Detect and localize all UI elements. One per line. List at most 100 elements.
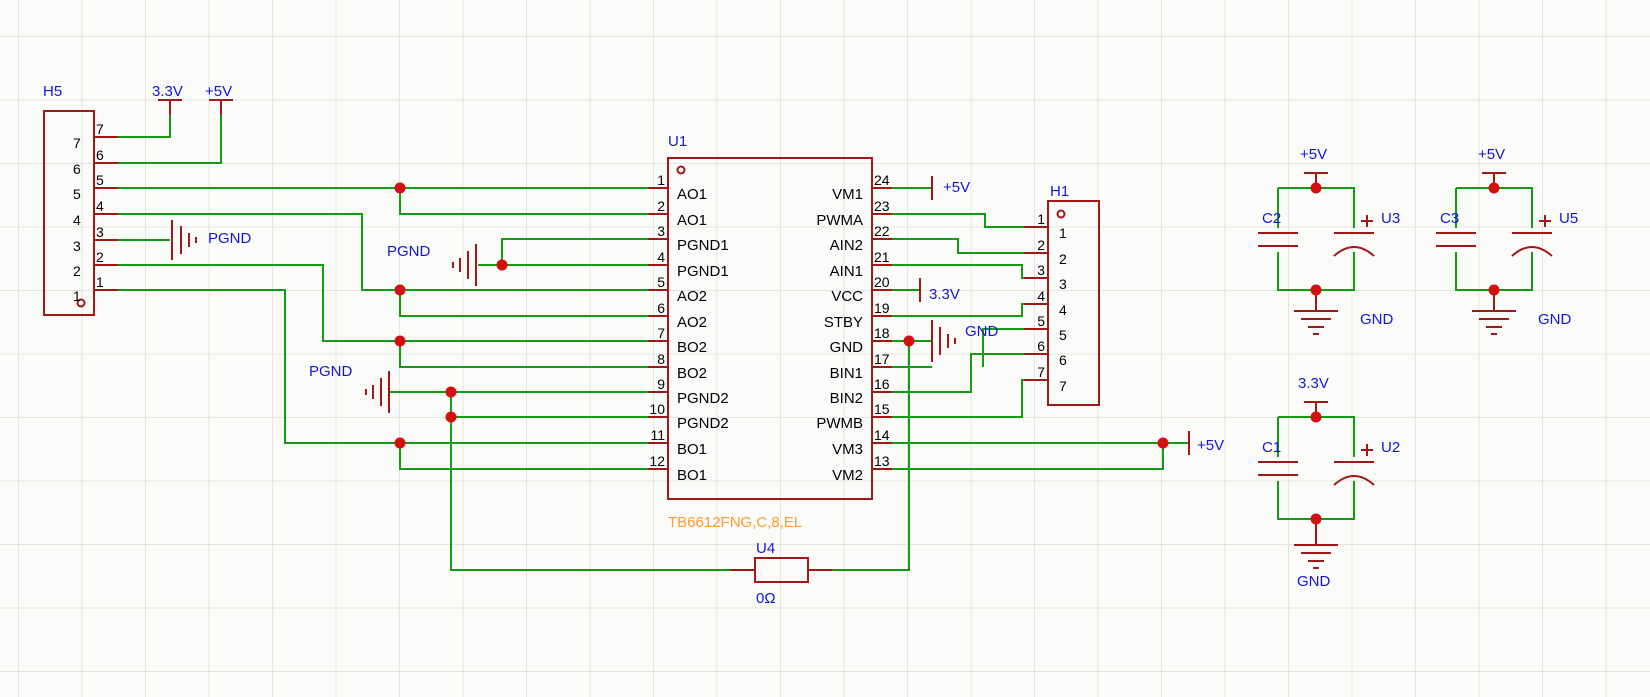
ic-u1-ref: U1 [668, 133, 687, 150]
ground-icon-pgnd2[interactable]: PGND [309, 363, 390, 413]
svg-text:AO2: AO2 [677, 288, 707, 305]
junction-dot [445, 386, 457, 398]
ic-u1-left-pin-names: AO1 AO1 PGND1 PGND1 AO2 AO2 BO2 BO2 PGND… [677, 186, 729, 484]
svg-text:3: 3 [1059, 276, 1067, 292]
junction-dot [1310, 182, 1322, 194]
svg-text:BIN1: BIN1 [830, 365, 863, 382]
svg-text:2: 2 [73, 263, 81, 279]
connector-h5-body-numbers: 7 6 5 4 3 2 1 [73, 135, 81, 304]
net-flag-vm1-5v[interactable]: +5V [931, 176, 970, 200]
wire-c3-top [1456, 187, 1533, 228]
connector-h1[interactable]: H1 1 2 3 4 5 6 7 1 2 3 4 5 6 7 [1024, 183, 1100, 406]
svg-text:18: 18 [874, 325, 890, 341]
wire-vm2 [872, 443, 1164, 470]
svg-text:17: 17 [874, 351, 890, 367]
resistor-u4-ref: U4 [756, 540, 775, 557]
svg-text:3: 3 [657, 223, 665, 239]
svg-text:C3: C3 [1440, 210, 1459, 227]
svg-text:10: 10 [649, 401, 665, 417]
svg-text:1: 1 [73, 288, 81, 304]
svg-text:13: 13 [874, 453, 890, 469]
svg-text:15: 15 [874, 401, 890, 417]
svg-text:BO1: BO1 [677, 441, 707, 458]
net-flag-h5-5v[interactable]: +5V [205, 83, 233, 115]
wire-pwma [872, 213, 1048, 228]
capacitor-c1: C1 [1258, 439, 1298, 476]
svg-text:+5V: +5V [943, 179, 970, 196]
connector-h5[interactable]: H5 7 6 5 4 3 2 1 7 6 5 4 3 2 1 [43, 83, 118, 316]
connector-h5-body [43, 110, 95, 316]
svg-text:STBY: STBY [824, 314, 863, 331]
wire-h5-7-3v3 [118, 115, 171, 138]
svg-text:4: 4 [73, 212, 81, 228]
wire-c2-top [1278, 187, 1355, 228]
wire-pwmb [872, 379, 1048, 418]
cap-group-c3-u5[interactable]: +5V C3 U5 GND [1436, 146, 1578, 335]
svg-text:7: 7 [657, 325, 665, 341]
svg-text:PGND2: PGND2 [677, 390, 729, 407]
svg-text:16: 16 [874, 376, 890, 392]
svg-text:PWMB: PWMB [816, 415, 863, 432]
svg-text:U5: U5 [1559, 210, 1578, 227]
svg-text:PGND1: PGND1 [677, 237, 729, 254]
ic-u1-part: TB6612FNG,C,8,EL [668, 514, 802, 531]
connector-h5-pin-numbers: 7 6 5 4 3 2 1 [96, 121, 104, 290]
svg-text:PWMA: PWMA [816, 212, 863, 229]
svg-text:PGND: PGND [387, 243, 431, 260]
ground-icon-pgnd1[interactable]: PGND [387, 243, 477, 286]
pin1-marker-icon [676, 165, 686, 175]
junction-dot [1310, 513, 1322, 525]
svg-text:21: 21 [874, 249, 890, 265]
connector-h1-body [1047, 200, 1100, 406]
svg-text:1: 1 [657, 172, 665, 188]
junction-dot [1488, 182, 1500, 194]
svg-text:VCC: VCC [831, 288, 863, 305]
net-flag-h5-3v3[interactable]: 3.3V [152, 83, 183, 115]
ground-icon-gnd[interactable]: GND [931, 320, 999, 362]
ground-icon-c2 [1294, 310, 1338, 335]
wire-ain2 [872, 238, 1048, 254]
ic-u1-right-pin-lines [872, 187, 892, 470]
svg-text:5: 5 [96, 172, 104, 188]
ground-icon-h5-pgnd[interactable]: PGND [170, 220, 252, 260]
wire-c3-bottom [1455, 252, 1533, 291]
resistor-u4-body [754, 557, 809, 583]
svg-text:PGND: PGND [309, 363, 353, 380]
ground-icon-c3 [1472, 310, 1516, 335]
connector-h5-ref: H5 [43, 83, 62, 100]
resistor-u4[interactable]: U4 0Ω [730, 540, 832, 607]
cap-group-c1-u2[interactable]: 3.3V C1 U2 GND [1258, 375, 1400, 590]
svg-text:C1: C1 [1262, 439, 1281, 456]
svg-text:U2: U2 [1381, 439, 1400, 456]
svg-text:3: 3 [1037, 262, 1045, 278]
net-flag-vcc-3v3[interactable]: 3.3V [919, 278, 960, 303]
svg-text:5: 5 [657, 274, 665, 290]
svg-text:23: 23 [874, 198, 890, 214]
net-flag-vm3-5v[interactable]: +5V [1188, 431, 1224, 455]
svg-text:AO1: AO1 [677, 186, 707, 203]
svg-text:GND: GND [830, 339, 864, 356]
wire-ain1 [872, 264, 1048, 279]
svg-text:2: 2 [1059, 251, 1067, 267]
wire-h5-1-bo1 [118, 289, 648, 444]
svg-text:4: 4 [96, 198, 104, 214]
junction-dot [394, 335, 406, 347]
cap-group-c2-u3[interactable]: +5V C2 U3 GND [1258, 146, 1400, 335]
junction-dot [496, 259, 508, 271]
svg-text:PGND: PGND [208, 230, 252, 247]
svg-text:2: 2 [657, 198, 665, 214]
svg-text:7: 7 [73, 135, 81, 151]
svg-text:5: 5 [73, 186, 81, 202]
junction-dot [1310, 284, 1322, 296]
svg-text:6: 6 [657, 300, 665, 316]
svg-text:+5V: +5V [1300, 146, 1327, 163]
svg-text:VM3: VM3 [832, 441, 863, 458]
svg-text:7: 7 [1037, 364, 1045, 380]
ic-u1-left-pin-lines [648, 187, 668, 470]
svg-text:6: 6 [73, 161, 81, 177]
ic-u1[interactable]: U1 TB6612FNG,C,8,EL [648, 133, 892, 531]
svg-text:+5V: +5V [205, 83, 232, 100]
svg-text:GND: GND [1360, 311, 1394, 328]
svg-text:6: 6 [1037, 338, 1045, 354]
